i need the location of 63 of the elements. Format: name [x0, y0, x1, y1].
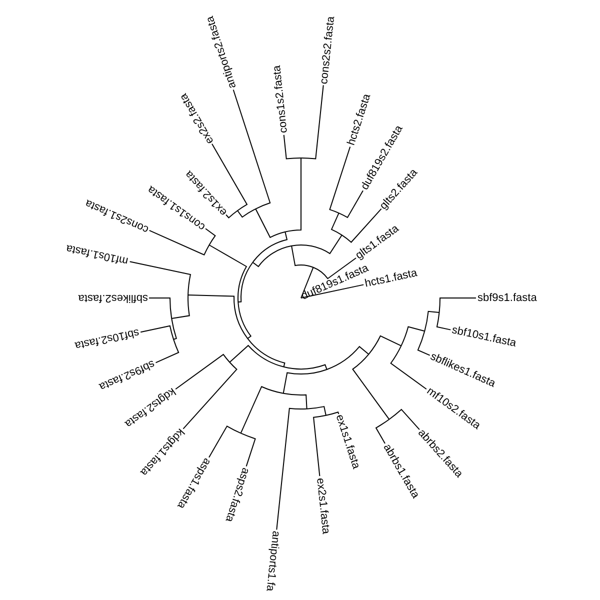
tree-branch: [276, 408, 308, 530]
tree-branch: [175, 354, 230, 390]
tree-branch: [188, 294, 248, 340]
tree-branch: [368, 335, 402, 355]
tree-branch: [284, 158, 302, 232]
tree-branch: [376, 418, 390, 444]
tree-branch: [237, 208, 256, 218]
tree-branch: [148, 230, 210, 256]
tip-label: cons2s2.fasta: [318, 16, 337, 84]
tree-branch: [282, 392, 308, 410]
tree-branch: [352, 354, 390, 420]
tree-branch: [247, 338, 286, 368]
tree-branch: [282, 368, 328, 394]
tree-branch: [436, 312, 452, 330]
tree-branch: [155, 338, 180, 364]
tree-branch: [326, 346, 370, 370]
tree-branch: [341, 208, 382, 243]
tree-branch: [140, 325, 174, 340]
tree-branch: [208, 244, 247, 302]
tree-branch: [240, 432, 256, 467]
tree-branch: [438, 298, 476, 314]
tree-branch: [148, 298, 172, 319]
tree-branch: [240, 386, 284, 434]
tree-branch: [226, 210, 238, 218]
tip-label: cons1s2.fasta: [270, 65, 290, 134]
tree-branch: [300, 84, 324, 160]
tree-branch: [417, 330, 430, 356]
tree-branch: [338, 190, 364, 218]
tree-branch: [312, 258, 356, 280]
tree-branch: [306, 406, 326, 416]
tree-branch: [291, 234, 342, 254]
tree-branch: [291, 245, 314, 268]
tree-branch: [238, 262, 254, 302]
tree-branch: [388, 408, 420, 430]
tree-branch: [255, 208, 286, 238]
tree-branch: [182, 362, 238, 430]
tree-branch: [229, 345, 284, 368]
tree-branch: [313, 414, 326, 477]
tree-branch: [300, 266, 314, 298]
tree-branch: [283, 134, 302, 160]
tree-branch: [252, 231, 288, 263]
tree-branch: [129, 261, 191, 296]
tree-branch: [232, 89, 271, 210]
tip-label: ex2s1.fasta: [314, 476, 332, 534]
tree-branch: [400, 326, 426, 346]
tree-branch: [171, 294, 190, 319]
tip-label: sbflikes2.fasta: [78, 292, 148, 304]
tip-label: mf10s1.fasta: [66, 242, 130, 268]
tree-branch: [252, 245, 292, 268]
tip-label: sbf9s1.fasta: [478, 292, 537, 304]
tree-branch: [171, 318, 177, 340]
tree-branch: [238, 301, 252, 340]
tree-branch: [331, 212, 342, 236]
tree-branch: [424, 310, 440, 332]
tree-branch: [212, 143, 248, 212]
tree-branch: [300, 284, 364, 298]
tree-branch: [283, 364, 328, 370]
tree-branch: [325, 412, 340, 416]
tree-branch: [390, 345, 427, 390]
tree-branch: [208, 426, 242, 458]
tree-branch: [329, 146, 351, 214]
tree-branch: [205, 228, 216, 246]
tip-label: antiports1.fa: [264, 530, 282, 592]
